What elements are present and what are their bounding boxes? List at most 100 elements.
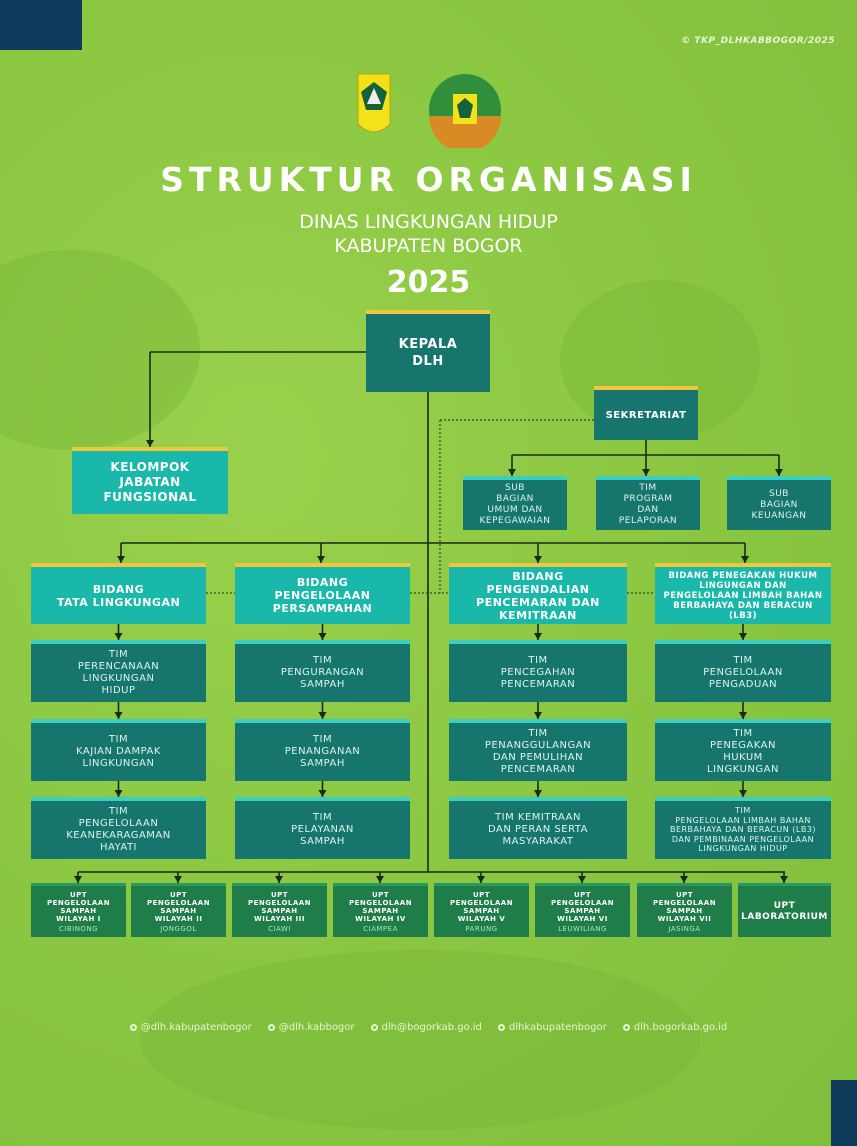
footer-item[interactable]: dlhkabupatenbogor <box>497 1022 607 1033</box>
upt-name: UPT PENGELOLAAN SAMPAH WILAYAH V <box>449 890 514 923</box>
tim-box: TIM PENANGANAN SAMPAH <box>235 719 410 781</box>
tim-box: TIM PENGELOLAAN LIMBAH BAHAN BERBAHAYA D… <box>655 797 831 859</box>
tim-box: TIM KAJIAN DAMPAK LINGKUNGAN <box>31 719 206 781</box>
arrow-head <box>775 469 783 476</box>
copyright-credit: © TKP_DLHKABBOGOR/2025 <box>681 36 835 46</box>
bidang-header-box: BIDANG TATA LINGKUNGAN <box>31 563 206 624</box>
year-label: 2025 <box>386 265 471 300</box>
tim-box: TIM PENGURANGAN SAMPAH <box>235 640 410 702</box>
upt-name: UPT PENGELOLAAN SAMPAH WILAYAH II <box>146 890 211 923</box>
upt-location: PARUNG <box>465 924 498 933</box>
social-footer: @dlh.kabupatenbogor @dlh.kabbogor dlh@bogo… <box>0 1022 857 1033</box>
bidang-header-box: BIDANG PENEGAKAN HUKUM LINGUNGAN DAN PEN… <box>655 563 831 624</box>
arrow-head <box>146 440 154 447</box>
arrow-head <box>780 876 788 883</box>
arrow-head <box>376 876 384 883</box>
footer-text: @dlh.kabupatenbogor <box>140 1022 252 1033</box>
upt-location: LEUWILIANG <box>558 924 607 933</box>
page-subtitle: DINAS LINGKUNGAN HIDUP KABUPATEN BOGOR <box>299 211 558 257</box>
tim-box: TIM PENGELOLAAN KEANEKARAGAMAN HAYATI <box>31 797 206 859</box>
kelompok-jabatan-fungsional-box: KELOMPOK JABATAN FUNGSIONAL <box>72 447 228 514</box>
upt-name: UPT PENGELOLAAN SAMPAH WILAYAH III <box>247 890 312 923</box>
upt-location: JASINGA <box>668 924 701 933</box>
upt-name: UPT LABORATORIUM <box>741 900 828 922</box>
dlh-logo <box>429 74 501 148</box>
kabupaten-bogor-logo <box>357 73 391 133</box>
tim-box: TIM PELAYANAN SAMPAH <box>235 797 410 859</box>
tim-box: TIM KEMITRAAN DAN PERAN SERTA MASYARAKAT <box>449 797 627 859</box>
corner-decoration <box>831 1080 857 1146</box>
arrow-head <box>318 790 327 797</box>
tim-box: TIM PENGELOLAAN PENGADUAN <box>655 640 831 702</box>
arrow-head <box>534 712 542 719</box>
arrow-head <box>534 556 542 563</box>
tim-box: TIM PENEGAKAN HUKUM LINGKUNGAN <box>655 719 831 781</box>
footer-item[interactable]: @dlh.kabupatenbogor <box>129 1022 252 1033</box>
facebook-icon <box>267 1023 275 1031</box>
background-shape <box>0 250 200 450</box>
arrow-head <box>534 633 542 640</box>
upt-name: UPT PENGELOLAAN SAMPAH WILAYAH I <box>46 890 111 923</box>
arrow-head <box>318 633 327 640</box>
sub-unit-box: TIM PROGRAM DAN PELAPORAN <box>596 476 700 530</box>
instagram-icon <box>129 1023 137 1031</box>
email-icon <box>370 1023 378 1031</box>
upt-box: UPT LABORATORIUM <box>738 883 831 937</box>
footer-text: dlh.bogorkab.go.id <box>633 1022 728 1033</box>
footer-item[interactable]: @dlh.kabbogor <box>267 1022 355 1033</box>
footer-text: @dlh.kabbogor <box>278 1022 355 1033</box>
upt-location: CIAMPEA <box>363 924 398 933</box>
sekretariat-box: SEKRETARIAT <box>594 386 698 440</box>
corner-decoration <box>0 0 82 50</box>
youtube-icon <box>497 1023 505 1031</box>
arrow-head <box>275 876 283 883</box>
arrow-head <box>642 469 650 476</box>
kepala-dlh-box: KEPALA DLH <box>366 310 490 392</box>
arrow-head <box>508 469 516 476</box>
arrow-head <box>318 712 327 719</box>
upt-name: UPT PENGELOLAAN SAMPAH WILAYAH VII <box>652 890 717 923</box>
arrow-head <box>114 790 123 797</box>
arrow-head <box>317 556 325 563</box>
tim-box: TIM PENCEGAHAN PENCEMARAN <box>449 640 627 702</box>
footer-item[interactable]: dlh.bogorkab.go.id <box>622 1022 728 1033</box>
arrow-head <box>117 556 125 563</box>
arrow-head <box>114 712 123 719</box>
bidang-header-box: BIDANG PENGELOLAAN PERSAMPAHAN <box>235 563 410 624</box>
sub-unit-box: SUB BAGIAN UMUM DAN KEPEGAWAIAN <box>463 476 567 530</box>
upt-name: UPT PENGELOLAAN SAMPAH WILAYAH VI <box>550 890 615 923</box>
arrow-head <box>680 876 688 883</box>
web-icon <box>622 1023 630 1031</box>
arrow-head <box>739 633 747 640</box>
arrow-head <box>739 790 747 797</box>
arrow-head <box>534 790 542 797</box>
tim-box: TIM PERENCANAAN LINGKUNGAN HIDUP <box>31 640 206 702</box>
arrow-head <box>174 876 182 883</box>
upt-location: CIAWI <box>268 924 291 933</box>
arrow-head <box>74 876 82 883</box>
footer-text: dlhkabupatenbogor <box>508 1022 607 1033</box>
background-shape <box>140 950 700 1130</box>
upt-name: UPT PENGELOLAAN SAMPAH WILAYAH IV <box>348 890 413 923</box>
arrow-head <box>114 633 123 640</box>
tim-box: TIM PENANGGULANGAN DAN PEMULIHAN PENCEMA… <box>449 719 627 781</box>
upt-location: JONGGOL <box>160 924 197 933</box>
page-title: STRUKTUR ORGANISASI <box>160 160 697 199</box>
upt-location: CIBINONG <box>58 924 99 933</box>
arrow-head <box>741 556 749 563</box>
arrow-head <box>739 712 747 719</box>
sub-unit-box: SUB BAGIAN KEUANGAN <box>727 476 831 530</box>
footer-item[interactable]: dlh@bogorkab.go.id <box>370 1022 482 1033</box>
arrow-head <box>477 876 485 883</box>
footer-text: dlh@bogorkab.go.id <box>381 1022 482 1033</box>
bidang-header-box: BIDANG PENGENDALIAN PENCEMARAN DAN KEMIT… <box>449 563 627 624</box>
